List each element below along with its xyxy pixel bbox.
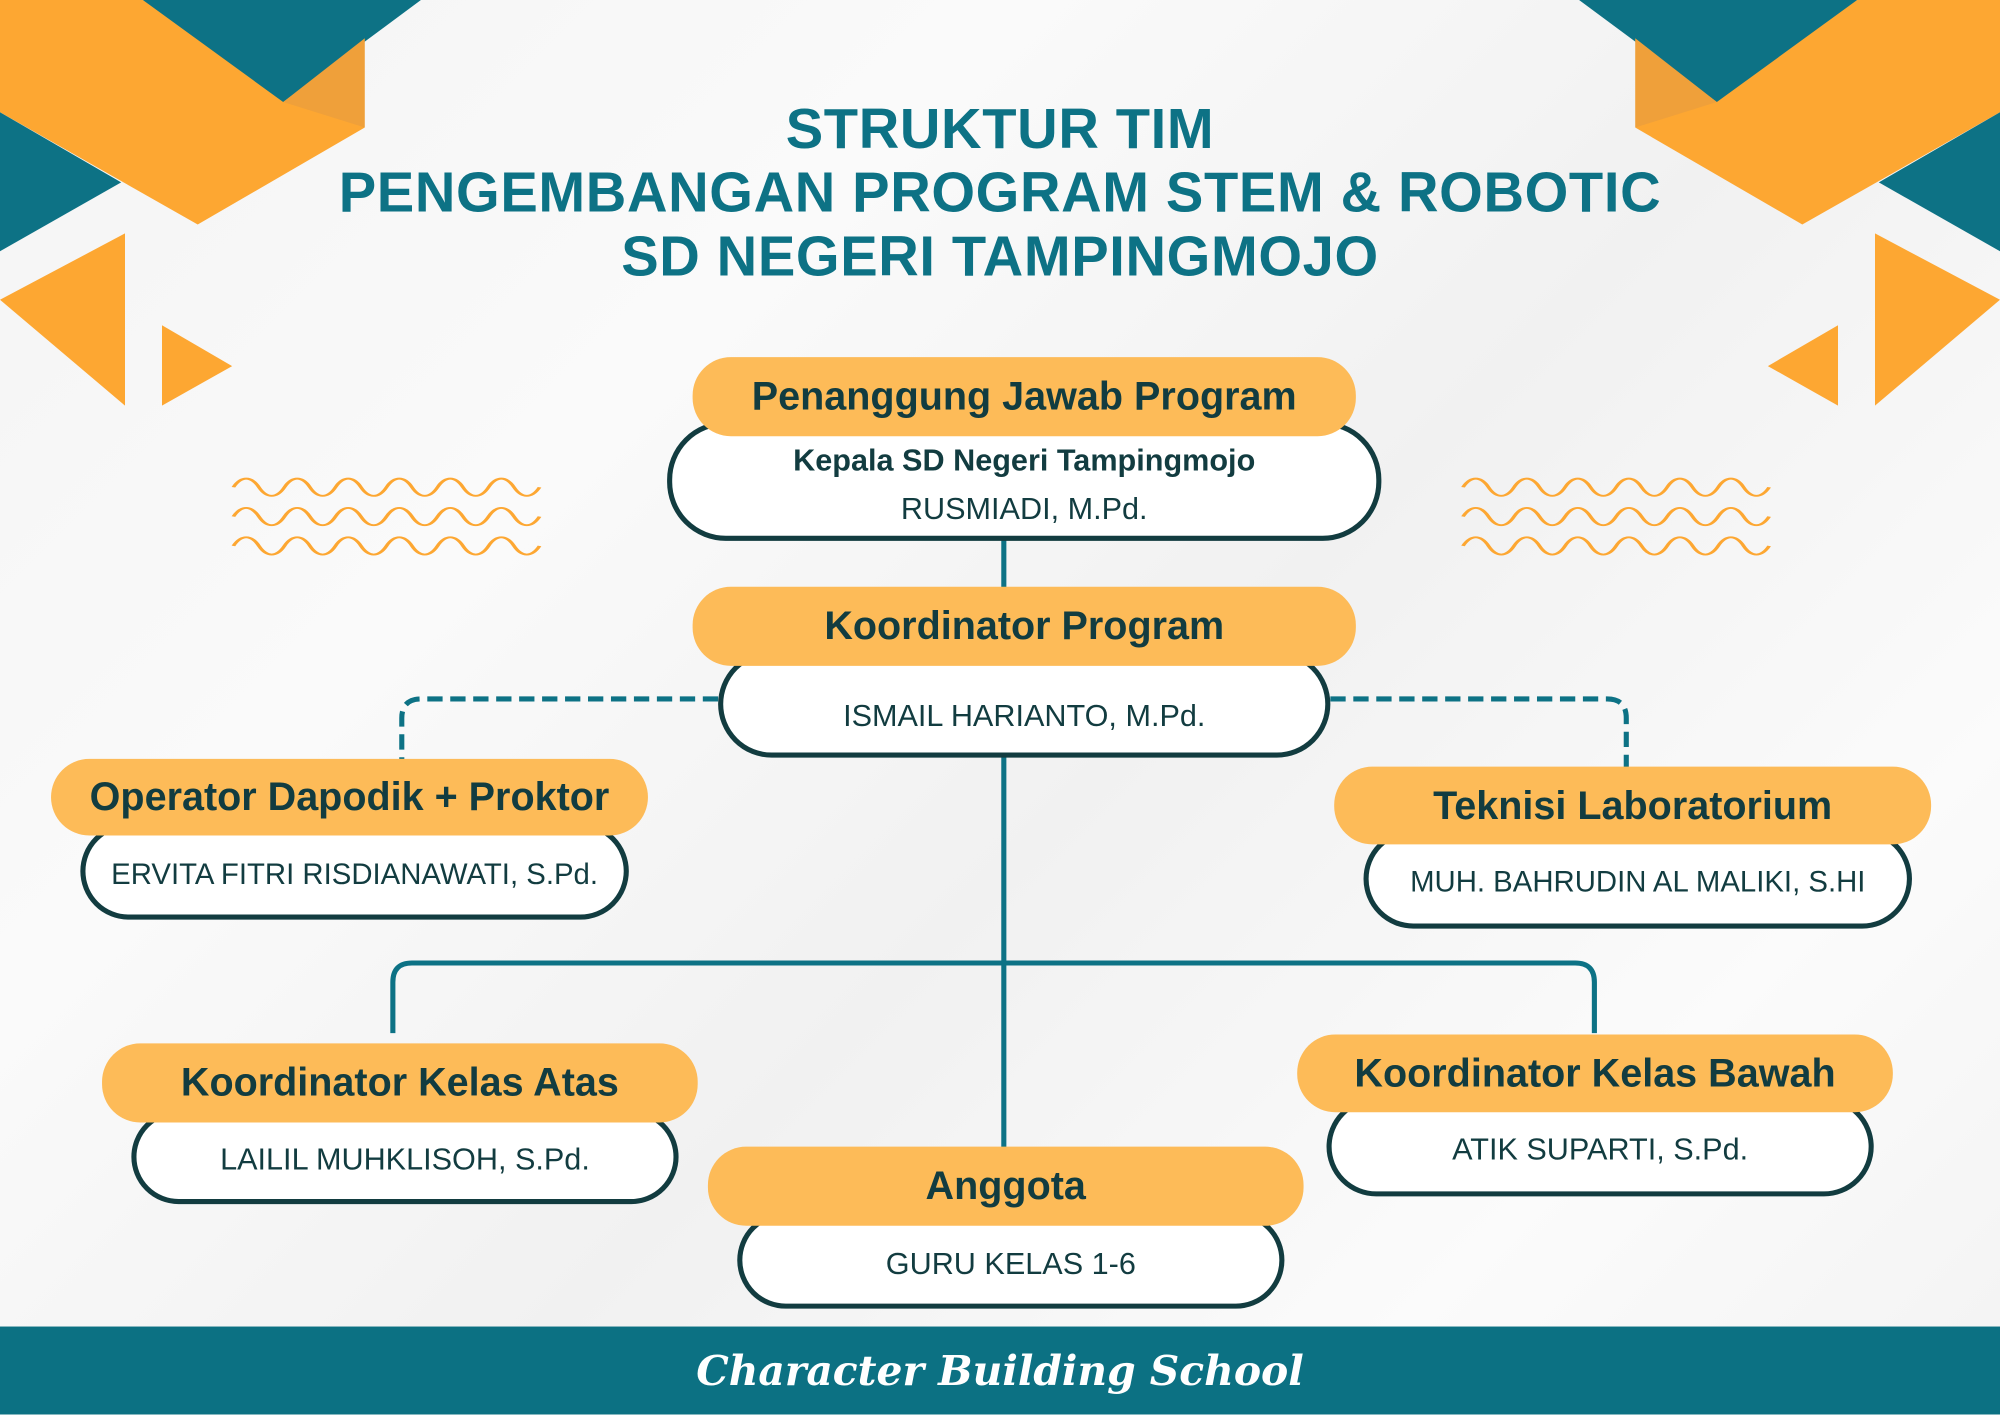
footer-text: Character Building School	[696, 1346, 1304, 1395]
node-koordinator-program: ISMAIL HARIANTO, M.Pd.	[718, 650, 1331, 758]
corner-decoration-left	[0, 0, 421, 406]
node-kelas-atas: LAILIL MUHKLISOH, S.Pd.	[131, 1109, 679, 1205]
node-name: ISMAIL HARIANTO, M.Pd.	[843, 698, 1206, 734]
wavy-line	[1461, 536, 1771, 556]
node-name: MUH. BAHRUDIN AL MALIKI, S.HI	[1410, 864, 1866, 898]
node-role-label: Operator Dapodik + Proktor	[51, 758, 648, 836]
wavy-line	[1461, 477, 1771, 497]
wavy-line	[1461, 507, 1771, 527]
wavy-line	[231, 536, 542, 556]
title-line-1: STRUKTUR TIM	[785, 98, 1215, 161]
title-line-2: PENGEMBANGAN PROGRAM STEM & ROBOTIC	[338, 161, 1662, 225]
wavy-line	[231, 477, 542, 497]
node-name: RUSMIADI, M.Pd.	[900, 492, 1148, 527]
connector-lines	[390, 539, 1629, 1148]
node-role-label: Teknisi Laboratorium	[1334, 766, 1932, 845]
node-role-label: Koordinator Program	[692, 586, 1356, 666]
corner-decoration-right	[1579, 0, 2000, 406]
node-name: GURU KELAS 1-6	[885, 1247, 1136, 1282]
node-name: ATIK SUPARTI, S.Pd.	[1452, 1132, 1749, 1168]
wavy-lines-decoration	[231, 477, 1771, 556]
node-name: LAILIL MUHKLISOH, S.Pd.	[220, 1142, 590, 1178]
node-name: ERVITA FITRI RISDIANAWATI, S.Pd.	[111, 857, 599, 891]
node-penanggung-jawab: Kepala SD Negeri Tampingmojo RUSMIADI, M…	[667, 420, 1382, 541]
node-role-label: Anggota	[707, 1146, 1304, 1226]
title-line-3: SD NEGERI TAMPINGMOJO	[621, 225, 1379, 289]
wavy-line	[231, 507, 542, 527]
node-subtitle: Kepala SD Negeri Tampingmojo	[793, 443, 1256, 479]
node-operator: ERVITA FITRI RISDIANAWATI, S.Pd.	[80, 822, 629, 920]
node-role-label: Koordinator Kelas Atas	[102, 1043, 698, 1123]
node-role-label: Penanggung Jawab Program	[692, 357, 1356, 437]
node-role-label: Koordinator Kelas Bawah	[1297, 1034, 1893, 1113]
footer-banner: Character Building School	[0, 1326, 2000, 1415]
node-anggota: GURU KELAS 1-6	[737, 1211, 1285, 1309]
